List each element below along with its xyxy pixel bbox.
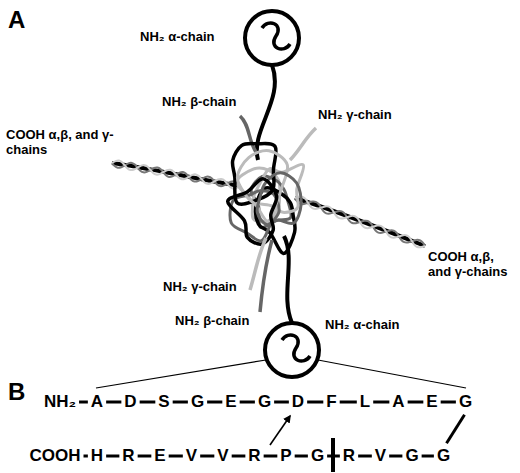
amino-acid: G (258, 392, 271, 412)
peptide-bond (422, 455, 434, 458)
amino-acid: E (225, 392, 236, 412)
amino-acid: L (360, 392, 370, 412)
peptide-bond (140, 401, 156, 404)
amino-acid: D (292, 392, 304, 412)
terminus-label: COOH α,β, and γ-chains (6, 128, 114, 158)
peptide-bond (138, 455, 152, 458)
amino-acid: G (437, 446, 450, 466)
chain-label: NH₂ α-chain (325, 318, 399, 333)
amino-acid: D (124, 392, 136, 412)
amino-acid: G (191, 392, 204, 412)
amino-acid: H (91, 446, 103, 466)
peptide-bond (340, 401, 357, 404)
amino-acid: S (158, 392, 169, 412)
peptide-bond (274, 401, 289, 404)
amino-acid: E (154, 446, 165, 466)
terminus-label: COOH α,β, and γ-chains (428, 250, 516, 280)
peptide-bond (447, 415, 465, 443)
domain-strand (228, 179, 277, 244)
peptide-bond (373, 401, 389, 404)
coil-winding (295, 197, 425, 248)
peptide-bond (232, 455, 246, 458)
peptide-bond (264, 455, 278, 458)
peptide-bond (173, 401, 188, 404)
peptide-bond (408, 401, 424, 404)
peptide-bond (307, 401, 323, 404)
peptide-bond (200, 455, 214, 458)
alpha-squiggle-lower (282, 335, 310, 361)
peptide-bond (169, 455, 183, 458)
zoom-line (96, 360, 266, 388)
alpha-squiggle-upper (262, 23, 290, 49)
peptide-bond (327, 455, 340, 458)
peptide-bond (441, 401, 456, 404)
chain-label: NH₂ α-chain (140, 30, 214, 45)
amino-acid: P (280, 446, 291, 466)
amino-acid: V (375, 446, 386, 466)
chain-label: NH₂ β-chain (175, 314, 249, 329)
gamma-chain-upper (290, 128, 316, 160)
amino-acid: G (311, 446, 324, 466)
panel-letter: A (8, 6, 25, 34)
central-domain (228, 144, 304, 254)
amino-acid: V (217, 446, 228, 466)
peptide-bond (84, 455, 88, 458)
peptide-bond (295, 455, 308, 458)
amino-acid: A (392, 392, 404, 412)
amino-acid: F (326, 392, 336, 412)
chain-label: NH₂ γ-chain (318, 108, 392, 123)
peptide-bond (389, 455, 402, 458)
alpha-domain-lower (265, 323, 319, 377)
alpha-chain-lower (284, 236, 292, 323)
peptide-bond (207, 401, 222, 404)
peptide-bond (79, 401, 88, 404)
beta-chain-lower (260, 240, 272, 312)
terminus-label: NH₂ (44, 392, 76, 412)
peptide-bond (240, 401, 255, 404)
peptide-bond (106, 401, 121, 404)
panel-letter: B (8, 378, 25, 406)
amino-acid: A (91, 392, 103, 412)
amino-acid: R (248, 446, 260, 466)
amino-acid: G (459, 392, 472, 412)
terminus-label: COOH (30, 446, 81, 466)
peptide-bond (358, 455, 372, 458)
cleavage-arrow (270, 416, 290, 445)
zoom-line (318, 360, 466, 388)
coil-windings (112, 161, 425, 248)
amino-acid: G (405, 446, 418, 466)
alpha-domain-upper (245, 11, 299, 65)
chain-label: NH₂ γ-chain (163, 280, 237, 295)
chain-label: NH₂ β-chain (162, 95, 236, 110)
amino-acid: R (343, 446, 355, 466)
amino-acid: V (186, 446, 197, 466)
amino-acid: R (122, 446, 134, 466)
amino-acid: E (426, 392, 437, 412)
peptide-bond (106, 455, 119, 458)
coil-winding (112, 161, 240, 189)
